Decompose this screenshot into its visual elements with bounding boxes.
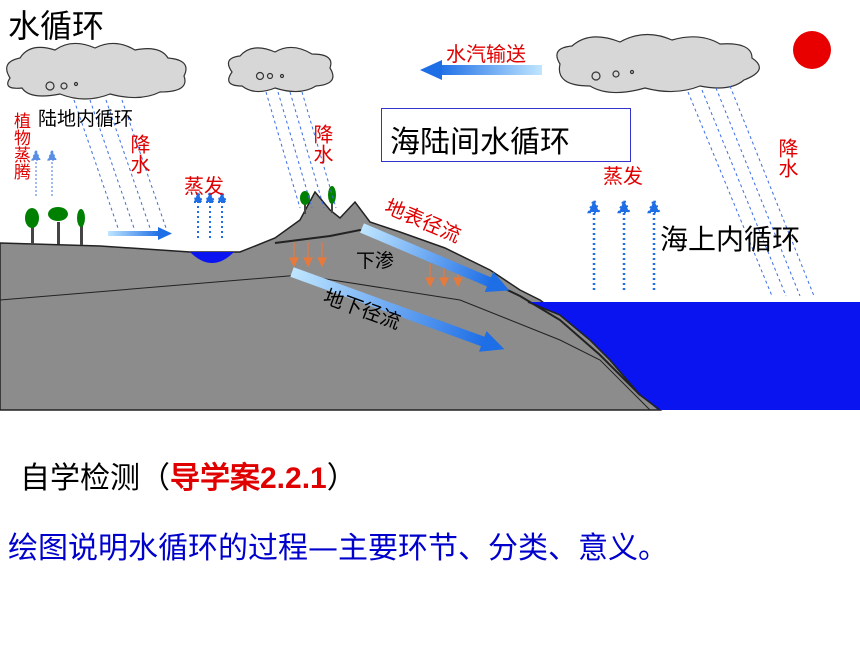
surface-runoff-arrow xyxy=(360,223,510,293)
label-evap-right: 蒸发 xyxy=(603,164,643,188)
cloud-middle xyxy=(227,46,334,93)
label-infiltration: 下渗 xyxy=(356,250,395,272)
label-precip-left: 降水 xyxy=(127,134,151,174)
self-check-prefix: 自学检测（ xyxy=(20,461,170,496)
diagram-title: 水循环 xyxy=(8,7,105,45)
label-plant-transpiration: 植物蒸腾 xyxy=(10,112,30,180)
evap-arrows-right xyxy=(587,196,661,290)
infiltration-arrows xyxy=(289,242,463,288)
vapor-transport-arrow xyxy=(420,60,542,80)
sun xyxy=(793,31,831,69)
cloud-right xyxy=(556,33,760,94)
label-sea-land-cycle: 海陆间水循环 xyxy=(390,125,570,160)
label-vapor-transport: 水汽输送 xyxy=(446,42,526,66)
label-sea-inner-cycle: 海上内循环 xyxy=(660,223,801,256)
self-check-reference: 导学案2.2.1 xyxy=(170,462,327,495)
rain-right xyxy=(687,85,815,297)
land-flow-arrow xyxy=(108,227,172,240)
trees-left xyxy=(25,207,85,245)
trees-mountain xyxy=(300,186,336,214)
task-instruction: 绘图说明水循环的过程—主要环节、分类、意义。 xyxy=(8,531,668,566)
label-evap-left: 蒸发 xyxy=(184,174,224,198)
rain-middle xyxy=(265,91,337,209)
cloud-left xyxy=(6,42,187,100)
sea xyxy=(528,302,860,410)
self-check-heading: 自学检测（导学案2.2.1） xyxy=(20,464,357,494)
sea-land-cycle-box: 海陆间水循环 xyxy=(381,108,631,162)
lake xyxy=(190,252,234,263)
label-precip-mid: 降水 xyxy=(310,124,334,164)
evap-arrows-left xyxy=(192,189,228,238)
label-precip-right: 降水 xyxy=(775,138,799,178)
transpiration-arrows xyxy=(31,148,57,196)
water-cycle-diagram xyxy=(0,31,860,411)
self-check-suffix: ） xyxy=(326,461,357,496)
groundwater-runoff-arrow xyxy=(290,267,505,352)
label-land-inner-cycle: 陆地内循环 xyxy=(38,108,134,130)
rain-left xyxy=(73,99,167,229)
